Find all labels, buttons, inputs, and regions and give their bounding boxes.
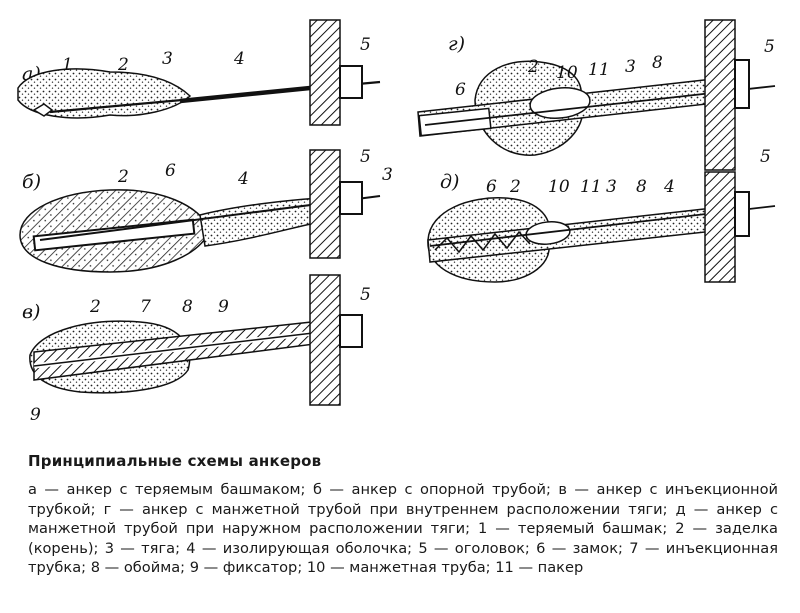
- panel-b-part-3: 3: [382, 165, 393, 185]
- panel-b-label: б): [22, 171, 41, 193]
- panel-d-part-5: 5: [760, 147, 771, 167]
- panel-a-sheath: [179, 83, 331, 104]
- panel-a-part-2: 2: [117, 55, 129, 75]
- panel-a-part-3: 3: [162, 49, 173, 69]
- panel-b-part-2: 2: [117, 167, 129, 187]
- panel-v-injection-tube-outline: [33, 330, 331, 367]
- panel-b-part-4: 4: [237, 169, 249, 189]
- panel-d-part-3: 3: [606, 177, 617, 197]
- panel-d-part-2: 2: [509, 177, 521, 197]
- panel-g: г) 6 2 10 11 3 8 5: [417, 19, 776, 171]
- panel-g-part-5: 5: [764, 37, 775, 57]
- panel-a-part-1: 1: [62, 55, 73, 75]
- panel-v-part-8: 8: [182, 297, 193, 317]
- panel-b-part-6: 6: [165, 161, 176, 181]
- panel-d-part-11: 11: [580, 177, 602, 197]
- caption-title: Принципиальные схемы анкеров: [28, 452, 322, 470]
- panel-g-part-8: 8: [652, 53, 663, 73]
- panel-v-part-5: 5: [360, 285, 371, 305]
- anchor-schemes-figure: а) 1 2 3 4 5 б) 2 6 4 5 3 в) 2 7: [17, 19, 776, 425]
- caption-body: а — анкер с теряемым башмаком; б — анкер…: [28, 481, 778, 576]
- panel-g-part-10: 10: [556, 63, 578, 83]
- panel-g-head: [734, 59, 750, 109]
- panel-d-wall: [704, 171, 736, 283]
- panel-a-part-5: 5: [360, 35, 371, 55]
- panel-b-support-tube: [32, 218, 196, 252]
- panel-d-part-10: 10: [548, 177, 570, 197]
- panel-b: б) 2 6 4 5 3: [19, 147, 393, 273]
- panel-b-head: [339, 181, 363, 215]
- panel-a-head: [339, 65, 363, 99]
- panel-g-part-3: 3: [625, 57, 636, 77]
- panel-d-part-8: 8: [636, 177, 647, 197]
- panel-g-wall: [704, 19, 736, 171]
- panel-v-part-9b: 9: [30, 405, 41, 425]
- panel-a-part-4: 4: [233, 49, 245, 69]
- panel-v-label: в): [22, 301, 40, 323]
- panel-g-packer: [529, 87, 591, 119]
- panel-d-part-6: 6: [486, 177, 497, 197]
- panel-b-part-5: 5: [360, 147, 371, 167]
- panel-v-head: [339, 314, 363, 348]
- panel-d-part-4: 4: [663, 177, 675, 197]
- panel-v-part-2: 2: [89, 297, 101, 317]
- panel-d-head: [734, 191, 750, 237]
- panel-g-part-6: 6: [455, 80, 466, 100]
- panel-b-wall: [309, 149, 341, 259]
- panel-g-label: г): [448, 33, 465, 55]
- panel-v-part-9: 9: [218, 297, 229, 317]
- panel-d-label: д): [440, 171, 459, 193]
- panel-a: а) 1 2 3 4 5: [17, 19, 381, 126]
- panel-v-part-7: 7: [140, 297, 151, 317]
- panel-a-wall: [309, 19, 341, 126]
- panel-g-part-2: 2: [527, 57, 539, 77]
- panel-a-lost-shoe: [32, 103, 54, 117]
- panel-v-wall: [309, 274, 341, 406]
- panel-g-part-11: 11: [588, 60, 610, 80]
- panel-v: в) 2 7 8 9 5 9: [22, 274, 371, 425]
- panel-a-root-zone: [17, 68, 192, 119]
- panel-d: д) 6 2 10 11 3 8 4 5: [427, 147, 776, 283]
